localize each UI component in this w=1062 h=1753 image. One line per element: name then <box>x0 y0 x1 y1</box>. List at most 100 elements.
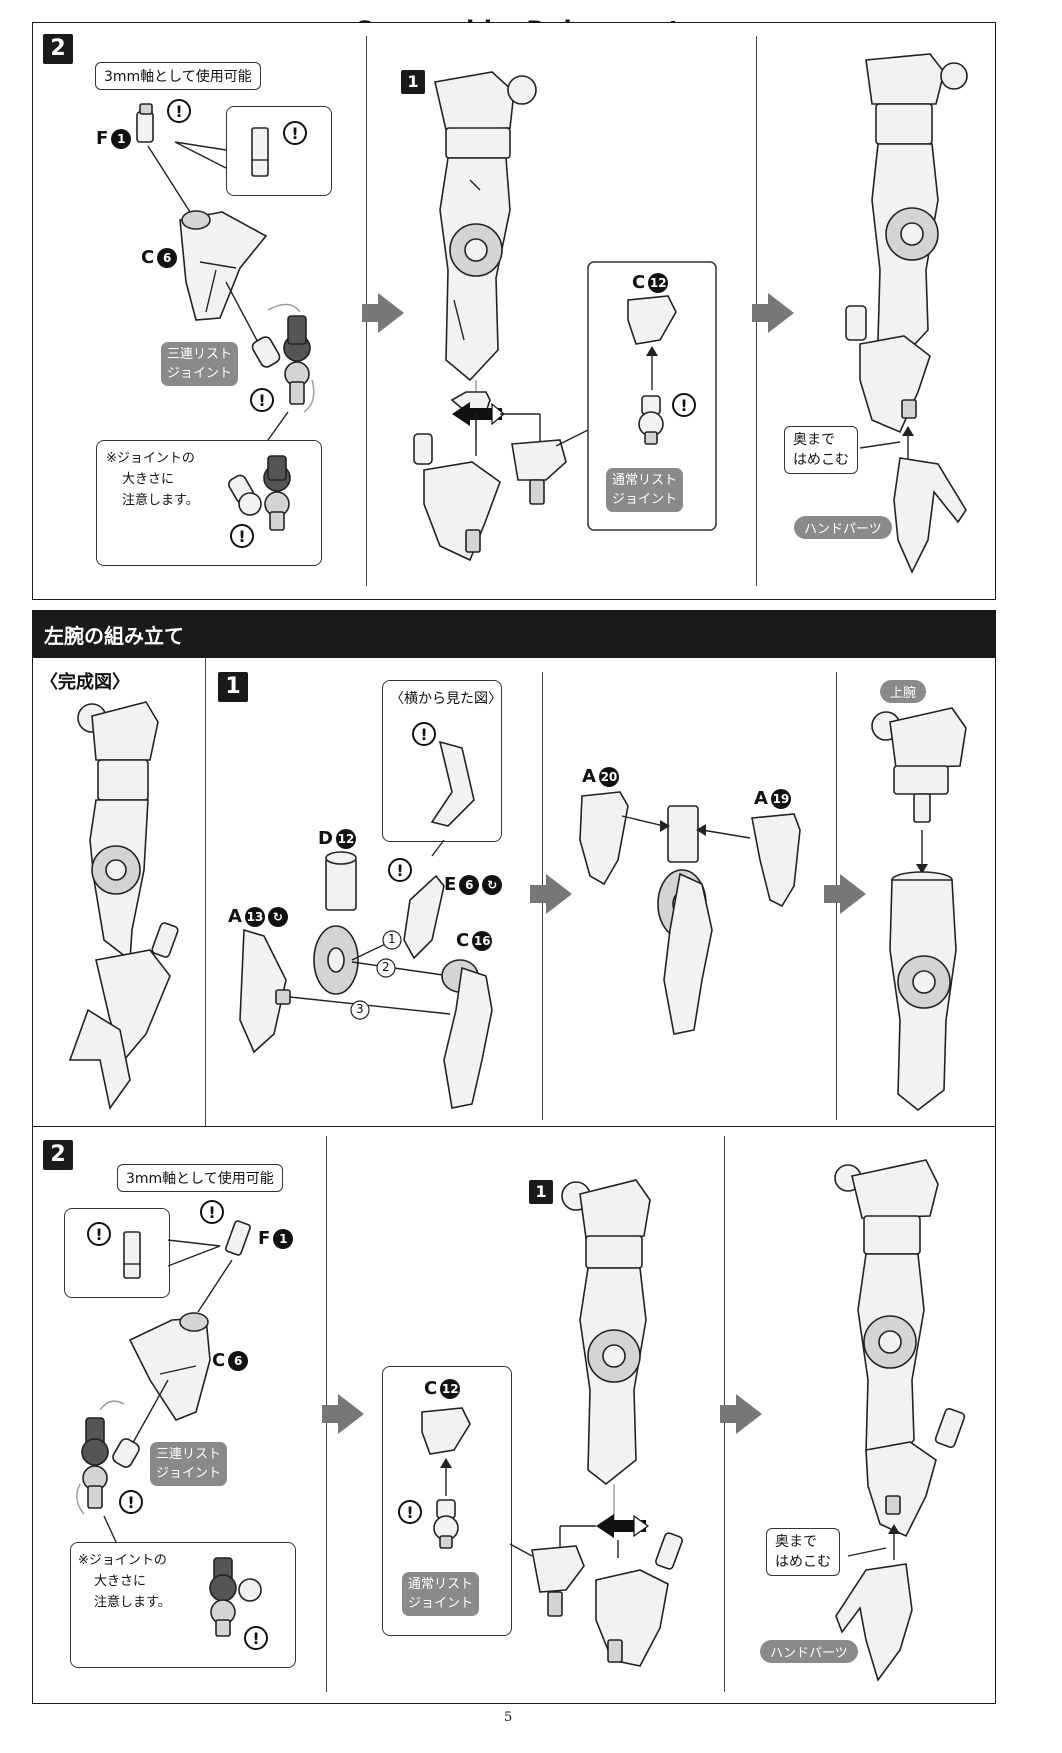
next-step-arrow <box>824 874 866 914</box>
shell-a20 <box>579 791 629 886</box>
shaft-detail-box <box>226 106 332 196</box>
caution-joint-example <box>209 1557 262 1637</box>
caution-icon: ! <box>167 99 191 123</box>
upper-arm-label: 上腕 <box>880 680 927 703</box>
caution-icon: ! <box>200 1200 224 1224</box>
normal-joint-part <box>638 395 664 445</box>
step-number: 2 <box>43 34 73 64</box>
wrist-armor-c12 <box>627 295 677 345</box>
caution-icon: ! <box>230 524 254 548</box>
hand-parts-label: ハンドパーツ <box>760 1640 858 1663</box>
side-view-label: 〈横から見た図〉 <box>390 691 502 707</box>
triple-joint-parts <box>81 1417 140 1509</box>
next-step-arrow <box>530 874 572 914</box>
sub-step-number: 1 <box>401 70 425 94</box>
normal-joint-armor <box>511 439 567 505</box>
note-3mm-shaft: 3mm軸として使用可能 <box>95 62 261 90</box>
next-step-arrow <box>362 293 404 333</box>
normal-joint-part <box>433 1499 459 1549</box>
next-step-arrow <box>322 1394 364 1434</box>
shaft-detail <box>251 127 269 177</box>
note-3mm-shaft: 3mm軸として使用可能 <box>117 1164 283 1192</box>
caution-icon: ! <box>250 388 274 412</box>
forearm-with-hand <box>845 53 968 434</box>
divider <box>205 658 206 1126</box>
caution-note-text: ※ジョイントの 大きさに 注意します。 <box>106 451 199 508</box>
shaft-detail-box <box>64 1208 170 1298</box>
caution-icon: ! <box>398 1500 422 1524</box>
insert-deep-note: 奥まではめこむ <box>784 426 858 474</box>
forearm-c16 <box>441 959 493 1109</box>
order-1: 1 <box>388 932 396 946</box>
wrist-armor-triple-joint <box>413 433 501 562</box>
order-3: 3 <box>356 1002 364 1016</box>
normal-joint-armor <box>531 1545 585 1617</box>
page-number: 5 <box>504 1710 513 1725</box>
wrist-armor-c6 <box>128 1312 211 1421</box>
e6-cover-piece <box>403 874 445 960</box>
forearm-with-hand <box>834 1159 966 1538</box>
left-arm-title-bar <box>32 610 996 658</box>
forearm-assembled-center <box>657 805 713 1035</box>
hand-part <box>893 457 967 574</box>
joint-swap-arrow <box>452 402 505 426</box>
wrist-armor-c6 <box>179 210 268 321</box>
shell-a19 <box>751 813 801 908</box>
joint-swap-arrow <box>596 1514 650 1538</box>
wrist-armor-triple-joint <box>595 1532 683 1667</box>
triple-wrist-joint-label: 三連リストジョイント <box>161 342 239 386</box>
hand-part <box>835 1563 913 1682</box>
normal-wrist-joint-label: 通常リストジョイント <box>402 1572 480 1616</box>
shaft-detail <box>123 1231 141 1279</box>
forearm-assembly <box>434 71 537 382</box>
caution-icon: ! <box>119 1490 143 1514</box>
caution-icon: ! <box>412 722 436 746</box>
insert-deep-note: 奥まではめこむ <box>766 1528 840 1576</box>
caution-icon: ! <box>672 393 696 417</box>
caution-icon: ! <box>244 1626 268 1650</box>
elbow-joint-d12 <box>313 851 359 995</box>
next-step-arrow <box>720 1394 762 1434</box>
forearm-shell-a13 <box>239 928 291 1054</box>
shaft-part-f1 <box>136 103 154 143</box>
caution-joint-example <box>228 455 291 531</box>
upper-arm-part <box>871 707 967 823</box>
caution-note-text: ※ジョイントの 大きさに 注意します。 <box>78 1553 171 1610</box>
normal-wrist-joint-label: 通常リストジョイント <box>606 468 684 512</box>
step-number: 1 <box>218 672 248 702</box>
completed-view-label: 〈完成図〉 <box>40 672 130 693</box>
completed-left-arm <box>68 701 179 1110</box>
step-number: 2 <box>43 1140 73 1170</box>
order-2: 2 <box>382 960 390 974</box>
caution-icon: ! <box>87 1222 111 1246</box>
shaft-part-f1 <box>225 1220 251 1256</box>
hand-parts-label: ハンドパーツ <box>794 516 892 539</box>
side-view-piece <box>430 740 475 827</box>
caution-icon: ! <box>283 121 307 145</box>
triple-wrist-joint-label: 三連リストジョイント <box>150 1442 228 1486</box>
wrist-armor-c12 <box>421 1407 471 1455</box>
forearm-assembly <box>561 1179 651 1486</box>
next-step-arrow <box>752 293 794 333</box>
sub-step-number: 1 <box>529 1180 553 1204</box>
forearm-final <box>889 871 957 1112</box>
order-markers <box>350 930 402 1020</box>
normal-joint-box <box>587 261 717 531</box>
triple-joint-parts <box>251 315 311 405</box>
left-arm-title: 左腕の組み立て <box>44 624 184 648</box>
